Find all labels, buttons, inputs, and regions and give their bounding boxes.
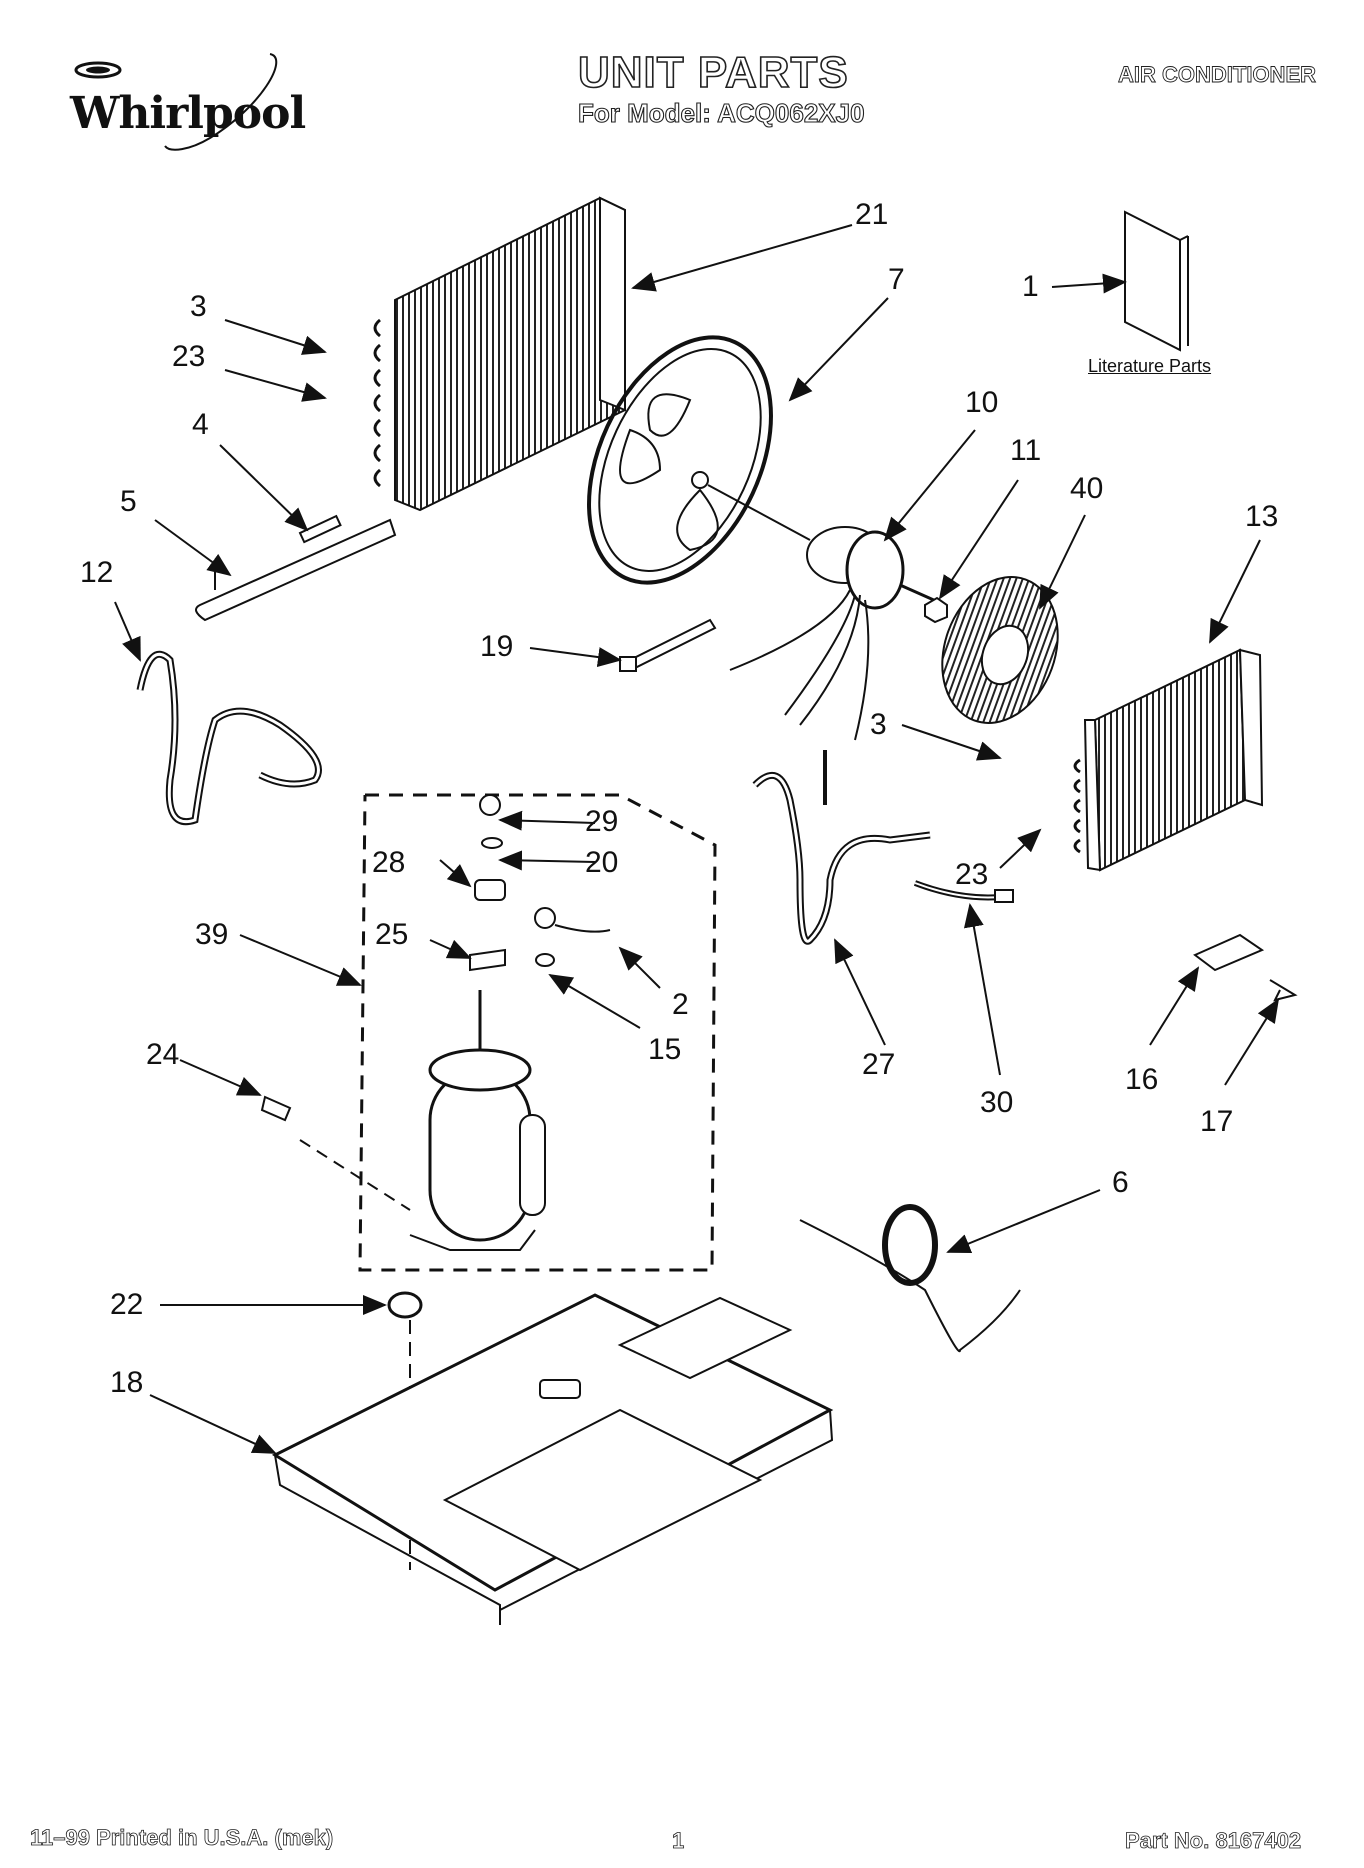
callout-25: 25 [375, 918, 409, 951]
callout-39: 39 [195, 918, 229, 951]
callout-4: 4 [192, 408, 209, 441]
callout-3-right: 3 [870, 708, 887, 741]
callout-16: 16 [1125, 1063, 1159, 1096]
callout-40: 40 [1070, 472, 1104, 505]
whirlpool-swirl-icon [74, 53, 278, 151]
fan-motor [729, 526, 946, 741]
terminal-clip [260, 1095, 292, 1122]
callout-23-left: 23 [172, 340, 206, 373]
callout-22: 22 [110, 1288, 144, 1321]
literature-parts-label: Literature Parts [1088, 356, 1212, 376]
brand-logo: Whirlpool [70, 48, 310, 158]
callout-24: 24 [146, 1038, 180, 1071]
callout-11: 11 [1010, 434, 1042, 467]
callout-29: 29 [585, 805, 619, 838]
callout-20: 20 [585, 846, 619, 879]
callout-1: 1 [1022, 270, 1039, 303]
retainer-clip [1269, 979, 1298, 1002]
callout-13: 13 [1245, 500, 1279, 533]
appliance-type: AIR CONDITIONER [1118, 62, 1317, 88]
shaft-nut [924, 596, 948, 624]
seal-ring [799, 1204, 1021, 1353]
callout-28: 28 [372, 846, 406, 879]
leader-lines [114, 224, 1280, 1454]
page-title: UNIT PARTS [577, 47, 849, 98]
callout-23-right: 23 [955, 858, 989, 891]
brand-name: Whirlpool [70, 88, 306, 139]
callout-10: 10 [965, 386, 999, 419]
print-info: 11–99 Printed in U.S.A. (mek) [30, 1825, 334, 1851]
drain-tube [195, 518, 397, 622]
callout-27: 27 [862, 1048, 896, 1081]
mount-grommet [387, 1291, 423, 1319]
part-number: Part No. 8167402 [1125, 1828, 1302, 1854]
callout-30: 30 [980, 1086, 1014, 1119]
callout-18: 18 [110, 1366, 144, 1399]
suction-tube [752, 771, 931, 945]
cable-tie [619, 618, 717, 672]
evaporator-coil [1073, 648, 1264, 872]
compressor-assembly [358, 793, 717, 1272]
thermistor-sensor [913, 880, 1014, 903]
blower-wheel [941, 576, 1059, 724]
condenser-coil [373, 196, 626, 512]
callout-7: 7 [888, 263, 905, 296]
model-line: For Model: ACQ062XJ0 [577, 97, 865, 128]
callout-12: 12 [80, 556, 114, 589]
callout-15: 15 [648, 1033, 682, 1066]
condenser-fan [587, 335, 811, 585]
literature-booklet [1124, 210, 1189, 352]
callout-21: 21 [855, 198, 889, 231]
refrigerant-tube [136, 650, 322, 825]
callout-19: 19 [480, 630, 514, 663]
callout-17: 17 [1200, 1105, 1234, 1138]
callout-3-left: 3 [190, 290, 207, 323]
callout-5: 5 [120, 485, 137, 518]
control-bracket [1193, 933, 1265, 972]
callout-2: 2 [672, 988, 689, 1021]
page-number: 1 [672, 1828, 685, 1854]
callout-6: 6 [1112, 1166, 1129, 1199]
base-pan [271, 1293, 834, 1625]
